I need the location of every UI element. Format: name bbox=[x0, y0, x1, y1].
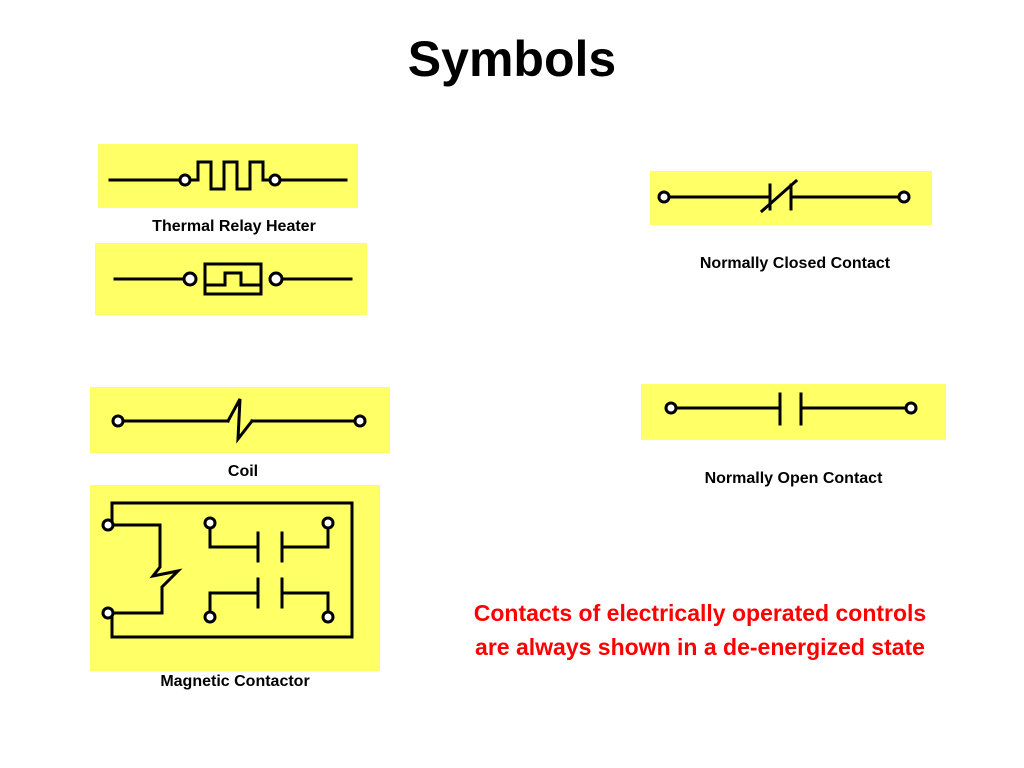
page-title: Symbols bbox=[407, 31, 617, 87]
coil-icon bbox=[111, 398, 367, 444]
normally-closed-contact-caption: Normally Closed Contact bbox=[699, 255, 891, 272]
coil-panel bbox=[90, 387, 390, 453]
note-line-1: Contacts of electrically operated contro… bbox=[473, 600, 927, 626]
de-energized-note: Contacts of electrically operated contro… bbox=[400, 596, 1000, 664]
thermal-relay-heater-icon bbox=[108, 160, 348, 191]
normally-closed-contact-panel bbox=[650, 171, 932, 225]
thermal-relay-heater-panel bbox=[98, 144, 358, 208]
note-line-2: are always shown in a de-energized state bbox=[475, 634, 925, 660]
magnetic-contactor-icon bbox=[101, 501, 354, 639]
normally-open-contact-icon bbox=[664, 392, 918, 426]
coil-caption: Coil bbox=[227, 463, 259, 480]
thermal-relay-heater-caption: Thermal Relay Heater bbox=[152, 218, 316, 235]
magnetic-contactor-panel bbox=[90, 485, 380, 671]
magnetic-contactor-caption: Magnetic Contactor bbox=[160, 673, 310, 690]
thermal-relay-heater-box-panel bbox=[95, 243, 367, 315]
normally-closed-contact-icon bbox=[657, 178, 911, 214]
normally-open-contact-caption: Normally Open Contact bbox=[704, 470, 883, 487]
thermal-relay-heater-box-icon bbox=[113, 262, 353, 296]
normally-open-contact-panel bbox=[641, 384, 946, 440]
